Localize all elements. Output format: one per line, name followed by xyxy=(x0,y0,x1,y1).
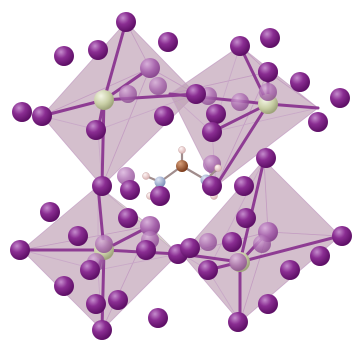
nitrogen-atom xyxy=(154,176,166,188)
halide-atom-back xyxy=(95,235,113,253)
metal-halide-bond xyxy=(102,20,128,102)
halide-atom xyxy=(88,40,108,60)
halide-atom xyxy=(92,320,112,340)
metal-atom xyxy=(94,90,114,110)
halide-atom xyxy=(32,106,52,126)
halide-atom xyxy=(86,294,106,314)
halide-atom-back xyxy=(259,83,277,101)
halide-atom xyxy=(68,226,88,246)
halide-atom xyxy=(290,72,310,92)
hydrogen-atom xyxy=(214,164,222,172)
halide-atom xyxy=(236,208,256,228)
halide-atom xyxy=(54,46,74,66)
halide-atom xyxy=(258,294,278,314)
front-atoms-layer xyxy=(10,12,352,340)
halide-atom xyxy=(116,12,136,32)
halide-atom xyxy=(256,148,276,168)
halide-atom xyxy=(330,88,350,108)
halide-atom-back xyxy=(140,58,160,78)
metal-halide-bond xyxy=(40,98,106,118)
halide-atom xyxy=(92,176,112,196)
halide-atom xyxy=(198,260,218,280)
halide-atom xyxy=(118,208,138,228)
halide-atom-back xyxy=(229,253,247,271)
halide-atom xyxy=(308,112,328,132)
hydrogen-atom xyxy=(178,146,186,154)
halide-atom xyxy=(280,260,300,280)
halide-atom xyxy=(54,276,74,296)
halide-atom xyxy=(332,226,352,246)
halide-atom xyxy=(40,202,60,222)
halide-atom xyxy=(10,240,30,260)
halide-atom xyxy=(234,176,254,196)
halide-atom-back xyxy=(149,77,167,95)
halide-atom xyxy=(310,246,330,266)
halide-atom xyxy=(158,32,178,52)
hydrogen-atom xyxy=(142,172,150,180)
halide-atom xyxy=(222,232,242,252)
metal-halide-bond xyxy=(214,102,270,188)
halide-atom xyxy=(186,84,206,104)
halide-atom-back xyxy=(253,235,271,253)
halide-atom xyxy=(258,62,278,82)
halide-atom xyxy=(86,120,106,140)
halide-atom-back xyxy=(199,233,217,251)
halide-atom xyxy=(202,122,222,142)
metal-halide-bond xyxy=(238,234,342,264)
halide-atom xyxy=(136,240,156,260)
halide-atom-back xyxy=(231,93,249,111)
halide-atom-back xyxy=(119,85,137,103)
halide-atom xyxy=(150,186,170,206)
halide-atom xyxy=(180,238,200,258)
halide-atom xyxy=(228,312,248,332)
metal-halide-bond xyxy=(100,98,106,188)
metal-halide-bond xyxy=(210,102,270,134)
halide-atom xyxy=(80,260,100,280)
halide-atom xyxy=(154,106,174,126)
halide-atom xyxy=(12,102,32,122)
halide-atom xyxy=(260,28,280,48)
carbon-atom xyxy=(176,160,188,172)
halide-atom xyxy=(202,176,222,196)
halide-atom-back xyxy=(140,216,160,236)
halide-atom xyxy=(230,36,250,56)
halide-atom xyxy=(120,180,140,200)
halide-atom xyxy=(108,290,128,310)
halide-atom xyxy=(206,104,226,124)
halide-atom xyxy=(148,308,168,328)
